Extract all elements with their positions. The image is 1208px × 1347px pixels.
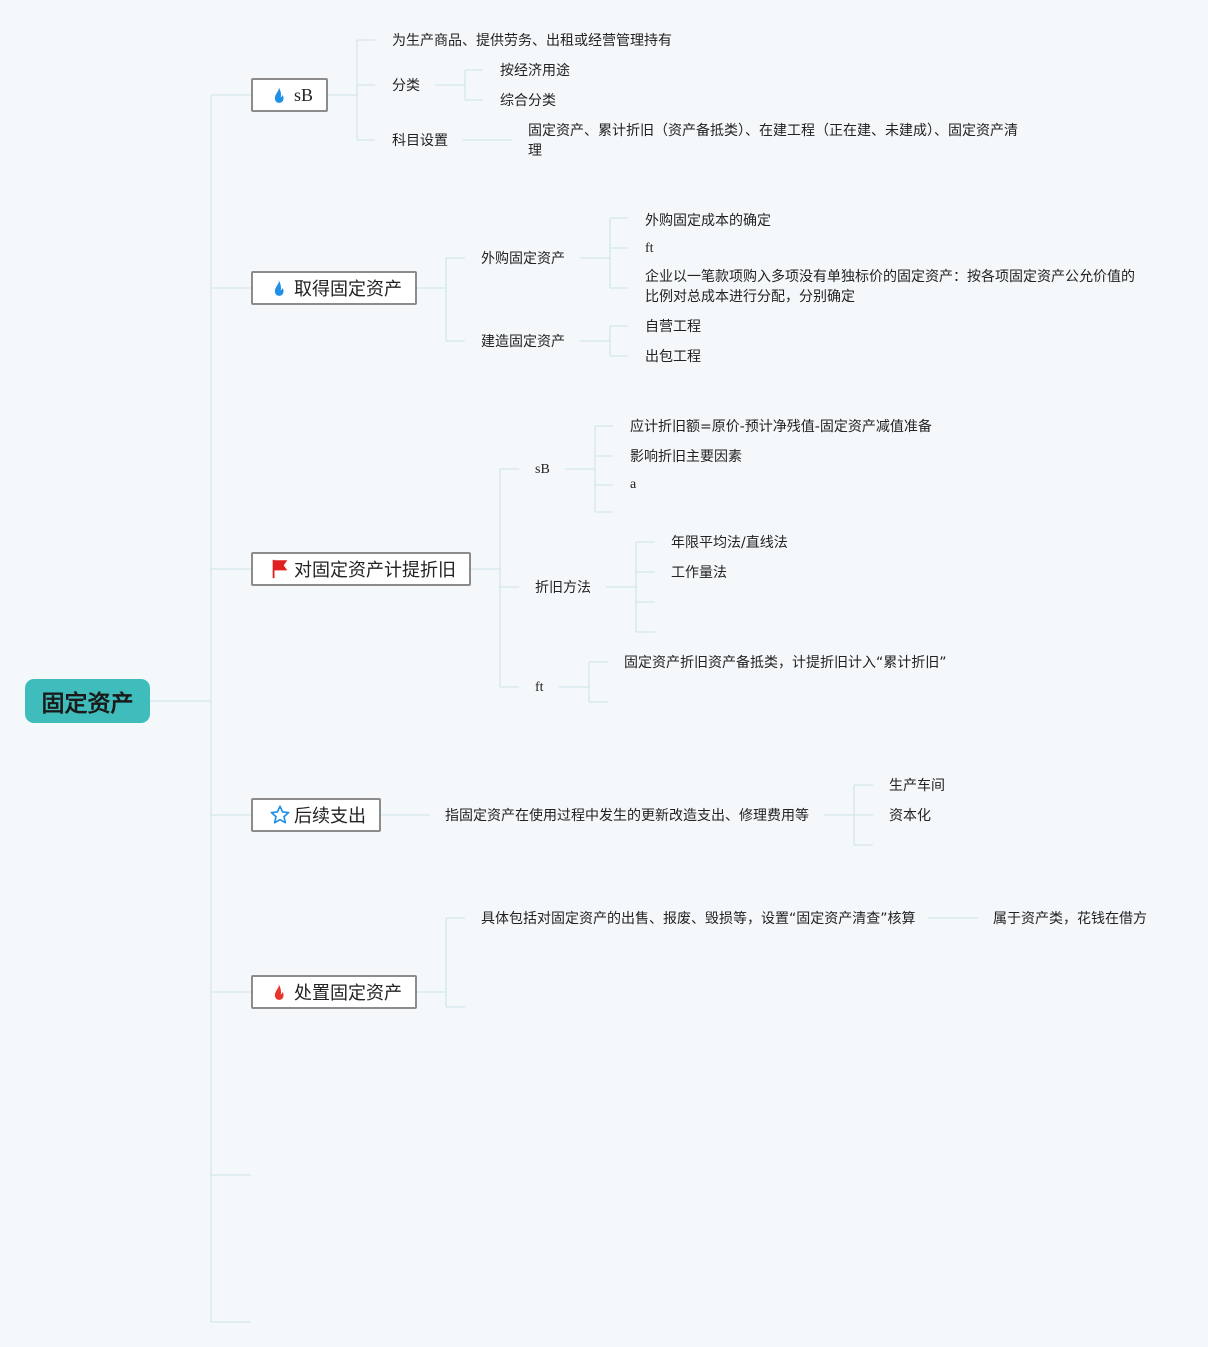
depr-a: a [630,477,637,492]
acquire-purchased: 外购固定资产 [481,251,565,267]
topic-sb-label: sB [294,84,314,105]
sb-class-combined: 综合分类 [500,93,556,109]
topic-acquire-label: 取得固定资产 [294,279,402,300]
depr-sb: sB [535,462,550,477]
depr-methods: 折旧方法 [535,580,591,596]
acquire-purchased-ft: ft [645,241,654,256]
subseq-workshop: 生产车间 [889,778,945,794]
topic-depreciation[interactable]: 对固定资产计提折旧 [251,552,471,586]
acquire-purchased-lump: 企业以一笔款项购入多项没有单独标价的固定资产：按各项固定资产公允价值的比例对总成… [645,269,1135,305]
star-icon [269,804,291,826]
depr-factors: 影响折旧主要因素 [630,449,742,465]
acquire-built: 建造固定资产 [481,334,565,350]
flag-icon [269,558,291,580]
topic-dispose-label: 处置固定资产 [294,983,402,1004]
acquire-contracted: 出包工程 [645,349,701,365]
depr-ft: ft [535,680,544,695]
depr-units: 工作量法 [671,565,727,581]
dispose-debit: 属于资产类，花钱在借方 [993,911,1147,927]
topic-subsequent-label: 后续支出 [294,806,366,827]
topic-acquire[interactable]: 取得固定资产 [251,271,417,305]
fire-icon [269,277,291,299]
depr-formula: 应计折旧额=原价-预计净残值-固定资产减值准备 [630,419,932,435]
subseq-capitalize: 资本化 [889,808,931,824]
acquire-purchased-cost: 外购固定成本的确定 [645,213,771,229]
topic-subsequent[interactable]: 后续支出 [251,798,381,832]
topic-sb[interactable]: sB [251,78,328,112]
root-label: 固定资产 [41,691,134,717]
topic-dispose[interactable]: 处置固定资产 [251,975,417,1009]
acquire-self-construct: 自营工程 [645,319,701,335]
sb-accounts: 科目设置 [392,133,448,149]
topic-depreciation-label: 对固定资产计提折旧 [294,560,456,581]
sb-classification: 分类 [392,78,420,94]
sb-purpose: 为生产商品、提供劳务、出租或经营管理持有 [392,33,672,49]
fire-icon [269,981,291,1003]
root-topic[interactable]: 固定资产 [25,679,150,723]
sb-accounts-detail: 固定资产、累计折旧（资产备抵类）、在建工程（正在建、未建成）、固定资产清理 [528,123,1018,159]
depr-contra: 固定资产折旧资产备抵类，计提折旧计入“累计折旧” [624,655,947,671]
sb-class-economic: 按经济用途 [500,63,570,79]
fire-icon [269,84,291,106]
subseq-definition: 指固定资产在使用过程中发生的更新改造支出、修理费用等 [445,808,809,824]
depr-straight-line: 年限平均法/直线法 [671,535,788,551]
dispose-scope: 具体包括对固定资产的出售、报废、毁损等，设置“固定资产清查”核算 [481,911,916,927]
